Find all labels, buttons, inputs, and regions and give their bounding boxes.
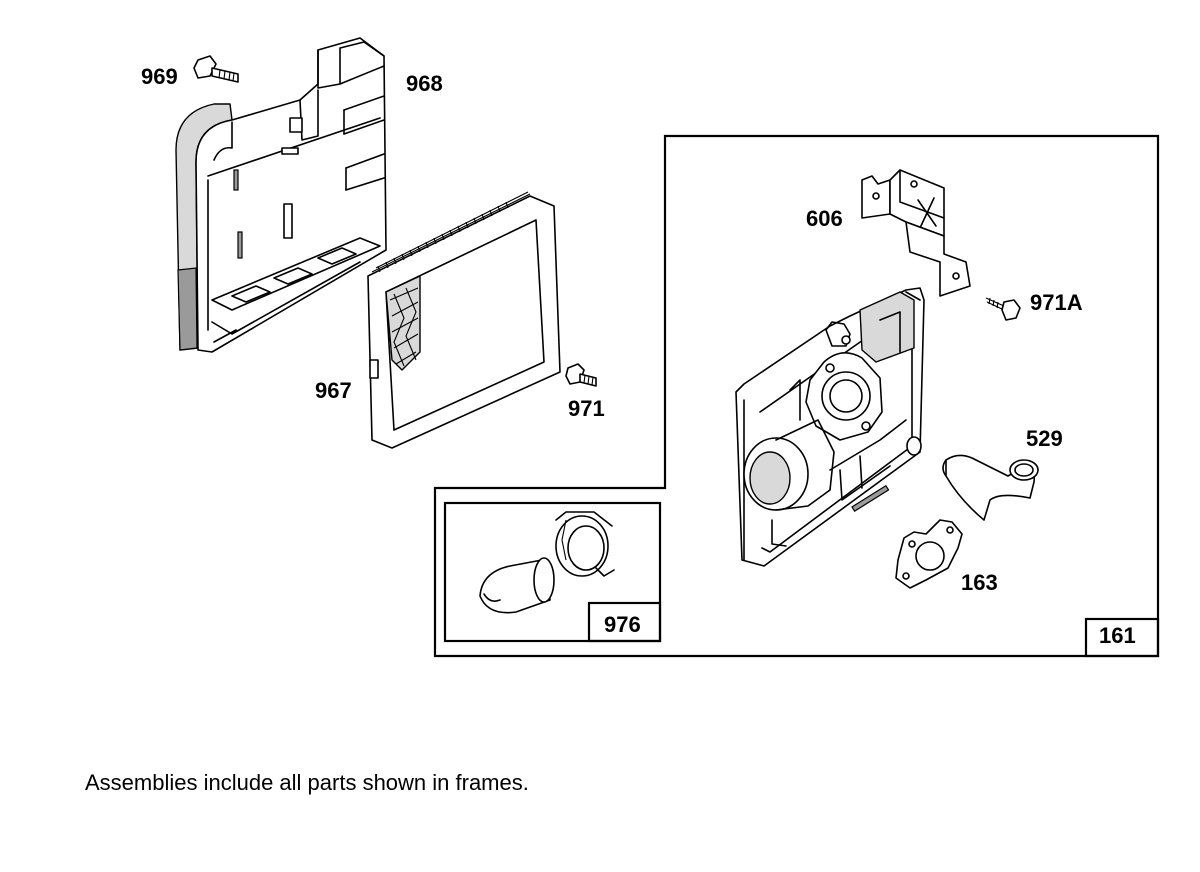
bolt-969: [193, 55, 239, 83]
housing-161: [735, 287, 925, 567]
label-606: 606: [806, 206, 843, 231]
label-161: 161: [1099, 623, 1136, 648]
label-967: 967: [315, 378, 352, 403]
label-163: 163: [961, 570, 998, 595]
filter-element-967: [367, 191, 561, 449]
bracket-606: [861, 169, 971, 297]
label-969: 969: [141, 64, 178, 89]
gasket-163: [895, 519, 963, 589]
primer-bulb-976: [479, 511, 615, 614]
screw-971: [565, 363, 597, 387]
screw-971a: [985, 297, 1021, 321]
assembly-frame-161: [433, 134, 1160, 658]
assembly-frame-976: [443, 501, 662, 643]
assemblies-note: Assemblies include all parts shown in fr…: [85, 770, 529, 795]
label-529: 529: [1026, 426, 1063, 451]
label-971: 971: [568, 396, 605, 421]
label-968: 968: [406, 71, 443, 96]
elbow-tube-529: [942, 454, 1039, 521]
air-cleaner-base-968: [175, 37, 387, 353]
label-971a: 971A: [1030, 290, 1083, 315]
label-976: 976: [604, 612, 641, 637]
